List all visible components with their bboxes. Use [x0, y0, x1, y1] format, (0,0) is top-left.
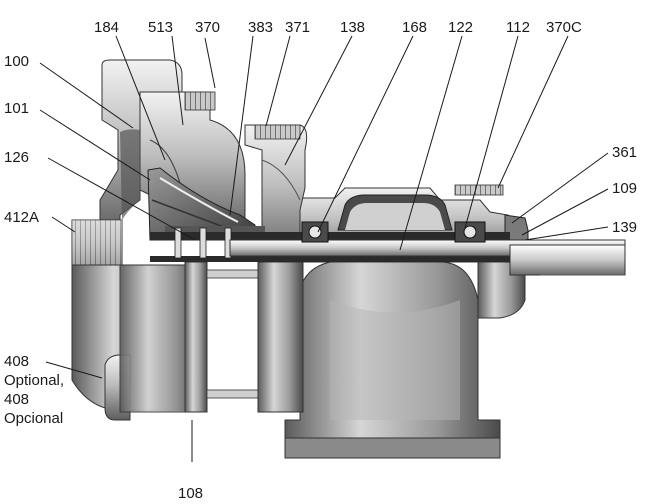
bearing-frame-foot: [284, 261, 501, 459]
callout-513: 513: [148, 19, 173, 36]
callout-100: 100: [4, 53, 29, 70]
callout-370c: 370C: [546, 19, 582, 36]
callout-370: 370: [195, 19, 220, 36]
inboard-bearing: [301, 221, 329, 243]
callout-138: 138: [340, 19, 365, 36]
seal-chamber-section: [150, 226, 510, 262]
callout-408-line1: 408: [4, 353, 29, 370]
callout-408-line3: 408: [4, 391, 29, 408]
callout-383: 383: [248, 19, 273, 36]
casing-lower-body: [71, 261, 304, 421]
leader-lines: [39, 35, 609, 462]
callout-101: 101: [4, 100, 29, 117]
outboard-bearing: [454, 221, 486, 243]
callout-412a: 412A: [4, 209, 39, 226]
callout-168: 168: [402, 19, 427, 36]
callout-361: 361: [612, 144, 637, 161]
callout-408-line4: Opcional: [4, 410, 63, 427]
callout-labels: 184 513 370 383 371 138 168 122 112 370C…: [4, 19, 637, 502]
callout-112: 112: [506, 19, 530, 36]
callout-371: 371: [285, 19, 310, 36]
callout-122: 122: [448, 19, 473, 36]
bolt-370c: [454, 184, 504, 196]
callout-126: 126: [4, 149, 29, 166]
callout-408-line2: Optional,: [4, 372, 64, 389]
callout-139: 139: [612, 219, 637, 236]
callout-184: 184: [94, 19, 119, 36]
callout-109: 109: [612, 180, 637, 197]
suction-nozzle: [71, 219, 123, 266]
adapter-bracket: [244, 124, 308, 263]
shaft: [229, 239, 626, 276]
callout-108: 108: [178, 485, 203, 502]
